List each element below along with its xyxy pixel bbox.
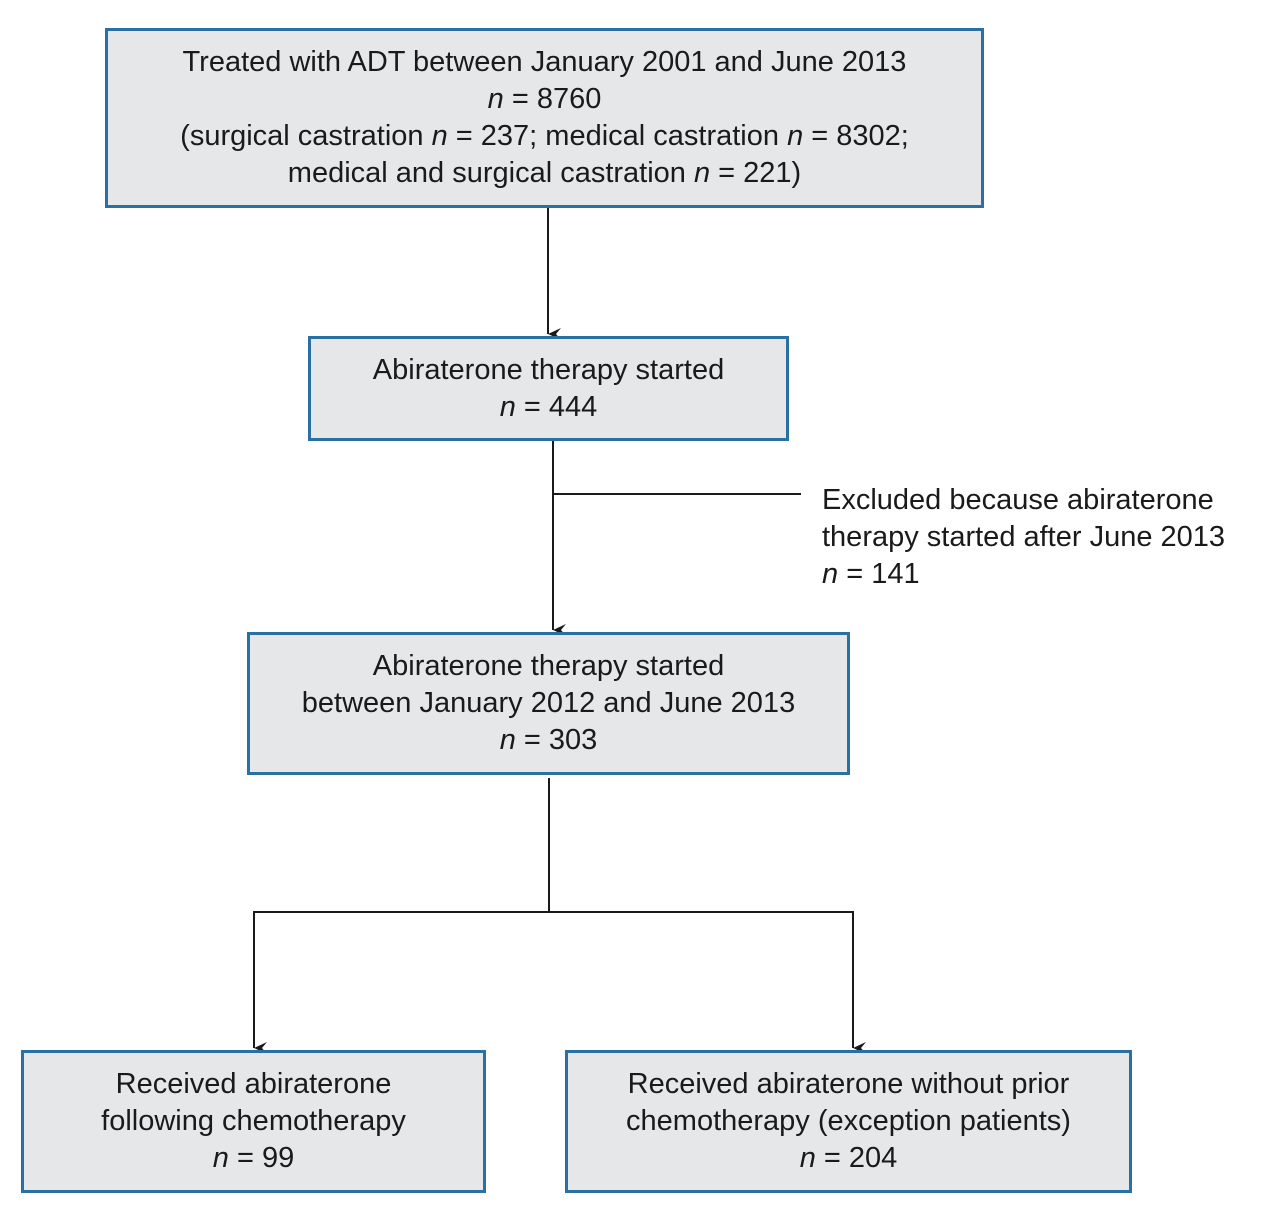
without-chemo-n-value: = 204 [815, 1142, 898, 1174]
without-chemo-line-2: chemotherapy (exception patients) [626, 1105, 1071, 1137]
abiraterone-started-n-value: = 444 [515, 390, 598, 423]
exclusion-text-line-1: Excluded because abiraterone [822, 484, 1214, 516]
exclusion-count: n = 141 [822, 556, 1225, 593]
adt-surgical-n-label: n [431, 120, 448, 152]
period-n-value: = 303 [515, 724, 598, 756]
adt-title-text: Treated with ADT between January 2001 an… [182, 46, 907, 78]
exclusion-text-line-2: therapy started after June 2013 [822, 521, 1226, 553]
following-chemo-count: n = 99 [213, 1140, 294, 1177]
box-following-chemotherapy: Received abiraterone following chemother… [21, 1050, 486, 1193]
period-count: n = 303 [500, 722, 598, 759]
exclusion-note: Excluded because abiraterone therapy sta… [822, 482, 1225, 593]
abiraterone-started-count: n = 444 [500, 389, 598, 426]
period-text-line-2: between January 2012 and June 2013 [301, 687, 796, 719]
without-chemo-line-1: Received abiraterone without prior [627, 1068, 1070, 1100]
without-chemo-count: n = 204 [800, 1140, 898, 1177]
box-treated-with-adt: Treated with ADT between January 2001 an… [105, 28, 984, 208]
adt-breakdown-line-1: (surgical castration n = 237; medical ca… [180, 118, 909, 155]
without-chemo-n-label: n [799, 1142, 816, 1174]
following-chemo-line-2: following chemotherapy [101, 1105, 406, 1137]
period-n-label: n [499, 724, 516, 756]
period-text-line-1: Abiraterone therapy started [372, 650, 725, 682]
adt-combined-count: = 221) [710, 157, 802, 189]
exclusion-n-label: n [822, 558, 839, 590]
box-abiraterone-started: Abiraterone therapy started n = 444 [308, 336, 789, 441]
following-chemo-n-value: = 99 [228, 1142, 295, 1174]
abiraterone-started-text: Abiraterone therapy started [372, 353, 725, 386]
adt-medical-text: = 237; medical castration [447, 120, 788, 152]
box-without-prior-chemotherapy: Received abiraterone without prior chemo… [565, 1050, 1132, 1193]
adt-combined-text: medical and surgical castration [287, 157, 694, 189]
adt-combined-n-label: n [693, 157, 711, 189]
exclusion-n-value: = 141 [838, 558, 920, 590]
following-chemo-n-label: n [212, 1142, 229, 1174]
adt-n-value: = 8760 [503, 83, 602, 115]
adt-medical-n-label: n [787, 120, 804, 152]
adt-count-line: n = 8760 [488, 81, 602, 118]
abiraterone-started-n-label: n [499, 390, 516, 423]
following-chemo-line-1: Received abiraterone [115, 1068, 392, 1100]
adt-surgical-text: (surgical castration [180, 120, 432, 152]
adt-medical-count: = 8302; [803, 120, 909, 152]
box-abiraterone-period: Abiraterone therapy started between Janu… [247, 632, 850, 775]
adt-n-label: n [487, 83, 504, 115]
adt-breakdown-line-2: medical and surgical castration n = 221) [288, 155, 801, 192]
